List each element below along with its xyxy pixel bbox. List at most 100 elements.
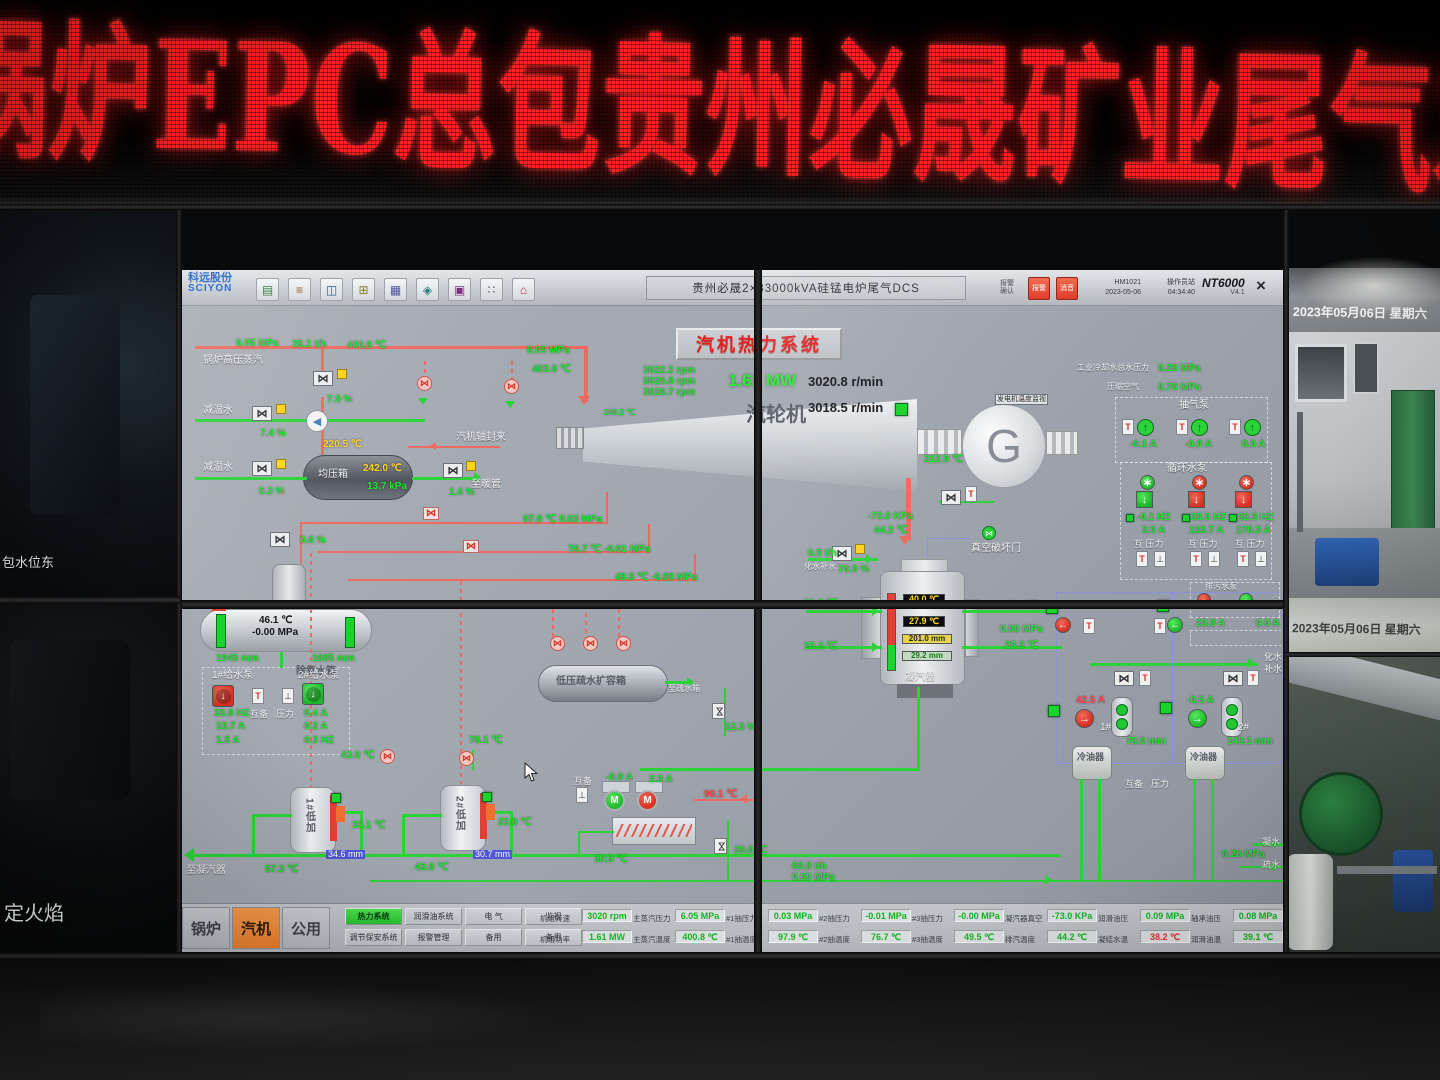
feed-pump-1-icon[interactable]: ↓ [212, 685, 234, 707]
t-instrument-tag-icon[interactable]: T [1237, 551, 1249, 567]
t-instrument-tag-icon[interactable]: T [1139, 670, 1151, 686]
desuper-water-valve-1-icon[interactable]: ⋈ [252, 406, 272, 421]
t-instrument-tag-icon[interactable]: T [965, 486, 977, 502]
condensate-pump-2-icon[interactable]: M [637, 790, 658, 811]
pipe-segment [694, 799, 758, 801]
alarm-tag-icon[interactable] [276, 459, 286, 469]
phone-icon[interactable]: ▣ [448, 278, 471, 301]
oil-cooler-1-shape[interactable] [1072, 746, 1112, 780]
alarm-tag-icon[interactable] [855, 544, 865, 554]
pressure-tag-icon[interactable]: ⊥ [1154, 551, 1166, 567]
deaerator-inlet-valve-icon[interactable]: ⋈ [270, 532, 290, 547]
cooler-pump-1-icon[interactable]: → [1075, 709, 1094, 728]
circ-pump-3-status-icon[interactable]: ∗ [1239, 475, 1254, 490]
nav-button-润滑油系统[interactable]: 润滑油系统 [405, 908, 462, 925]
lp-heater-1-vessel[interactable] [290, 787, 336, 853]
panda-app-icon[interactable]: ◫ [320, 278, 343, 301]
nav-button-备用[interactable]: 备用 [465, 929, 522, 946]
status-label: #3抽温度 [912, 935, 943, 944]
value-label: 7.9 % [327, 394, 353, 405]
cooler-pump-2-icon[interactable]: → [1188, 709, 1207, 728]
edit-icon[interactable]: ≡ [288, 278, 311, 301]
nav-button-调节保安系统[interactable]: 调节保安系统 [345, 929, 402, 946]
drain-valve-2-icon[interactable]: ⋈ [459, 751, 474, 766]
sql-icon[interactable]: ∷ [480, 278, 503, 301]
condensate-filter-2-icon[interactable] [1221, 697, 1243, 737]
tab-公用[interactable]: 公用 [282, 907, 330, 949]
lp-heater-2-vessel[interactable] [440, 785, 486, 851]
vacuum-pump-2-icon[interactable]: ↑ [1191, 419, 1208, 436]
circ-pump-2-status-icon[interactable]: ∗ [1192, 475, 1207, 490]
flash-outlet-valve-icon[interactable]: ⋈ [712, 703, 725, 719]
t-instrument-tag-icon[interactable]: T [252, 688, 264, 704]
t-instrument-tag-icon[interactable]: T [1154, 618, 1166, 634]
flash-tank-valve-3-icon[interactable]: ⋈ [616, 636, 631, 651]
vacuum-breaker-valve-icon[interactable]: ⋈ [982, 526, 996, 540]
vacuum-pump-1-icon[interactable]: ↑ [1137, 419, 1154, 436]
extraction-valve-1-icon[interactable]: ⋈ [423, 507, 439, 520]
t-instrument-tag-icon[interactable]: T [1136, 551, 1148, 567]
oil-cooler-2-shape[interactable] [1185, 746, 1225, 780]
tab-汽机[interactable]: 汽机 [232, 907, 280, 949]
tab-锅炉[interactable]: 锅炉 [182, 907, 230, 949]
condensate-transfer-pump-1-icon[interactable]: ← [1055, 617, 1071, 633]
folder-icon[interactable]: ▦ [384, 278, 407, 301]
flow-arrow-icon [866, 554, 873, 564]
hp-spray-valve-icon[interactable]: ⋈ [313, 371, 333, 386]
nav-button-热力系统[interactable]: 热力系统 [345, 908, 402, 925]
lp-drain-flash-tank[interactable] [538, 665, 668, 702]
alarm-button[interactable]: 报警 [1028, 277, 1050, 300]
printer-icon[interactable]: ⌂ [512, 278, 535, 301]
desuper-water-valve-2-icon[interactable]: ⋈ [252, 461, 272, 476]
tank-shape [1287, 854, 1333, 950]
t-instrument-tag-icon[interactable]: T [1247, 670, 1259, 686]
diamond-app-icon[interactable]: ◈ [416, 278, 439, 301]
seal-return-valve-icon[interactable]: ⋈ [941, 490, 961, 505]
nav-button-报警管理[interactable]: 报警管理 [405, 929, 462, 946]
t-instrument-tag-icon[interactable]: T [1083, 618, 1095, 634]
makeup-water-valve-icon[interactable]: ⋈ [832, 546, 852, 561]
flash-tank-valve-2-icon[interactable]: ⋈ [583, 636, 598, 651]
t-instrument-tag-icon[interactable]: T [1122, 419, 1134, 435]
alarm-tag-icon[interactable] [337, 369, 347, 379]
nav-button-电气[interactable]: 电 气 [465, 908, 522, 925]
nav-button-备用[interactable]: 备用 [525, 929, 582, 946]
pressure-equalizer-vessel[interactable] [303, 455, 413, 500]
monitor-icon[interactable]: ⊞ [352, 278, 375, 301]
circ-pump-3-icon[interactable]: ↓ [1235, 491, 1252, 508]
drain-valve-1-icon[interactable]: ⋈ [380, 749, 395, 764]
circ-pump-2-icon[interactable]: ↓ [1188, 491, 1205, 508]
t-instrument-tag-icon[interactable]: T [1176, 419, 1188, 435]
flash-tank-valve-1-icon[interactable]: ⋈ [550, 636, 565, 651]
pressure-tag-icon[interactable]: ⊥ [1208, 551, 1220, 567]
extraction-valve-2-icon[interactable]: ⋈ [463, 540, 479, 553]
generator-shape[interactable]: G [962, 404, 1046, 488]
clipboard-icon[interactable]: ▤ [256, 278, 279, 301]
condensate-pump-1-icon[interactable]: M [604, 790, 625, 811]
value-label: 35.1 t/h [292, 339, 327, 350]
drain-cooler-valve-icon[interactable]: ⋈ [714, 838, 727, 854]
alarm-tag-icon[interactable] [276, 404, 286, 414]
circ-pump-1-status-icon[interactable]: ∗ [1140, 475, 1155, 490]
alarm-tag-icon[interactable] [466, 461, 476, 471]
alarm-mute-button[interactable]: 消音 [1056, 277, 1078, 300]
pressure-tag-icon[interactable]: ⊥ [1255, 551, 1267, 567]
pressure-tag-icon[interactable]: ⊥ [282, 688, 294, 704]
vacuum-pump-3-icon[interactable]: ↑ [1244, 419, 1261, 436]
condensate-line-valve-2-icon[interactable]: ⋈ [1223, 671, 1243, 686]
steam-bypass-valve-2-icon[interactable]: ⋈ [504, 379, 519, 394]
feed-pump-2-icon[interactable]: ↓ [302, 683, 324, 705]
spray-water-pump-icon[interactable]: ◀ [306, 410, 328, 432]
condensate-transfer-pump-2-icon[interactable]: ← [1167, 617, 1183, 633]
pipe-shape [1297, 412, 1303, 532]
condensate-filter-1-icon[interactable] [1111, 697, 1133, 737]
t-instrument-tag-icon[interactable]: T [1229, 419, 1241, 435]
t-instrument-tag-icon[interactable]: T [1190, 551, 1202, 567]
deaerator-vessel[interactable] [200, 609, 372, 652]
condensate-line-valve-1-icon[interactable]: ⋈ [1114, 671, 1134, 686]
steam-bypass-valve-1-icon[interactable]: ⋈ [417, 376, 432, 391]
nav-button-监视[interactable]: 监视 [525, 908, 582, 925]
standby-tag-icon[interactable]: ⊥ [576, 787, 588, 803]
heating-line-valve-icon[interactable]: ⋈ [443, 463, 463, 478]
circ-pump-1-icon[interactable]: ↓ [1136, 491, 1153, 508]
